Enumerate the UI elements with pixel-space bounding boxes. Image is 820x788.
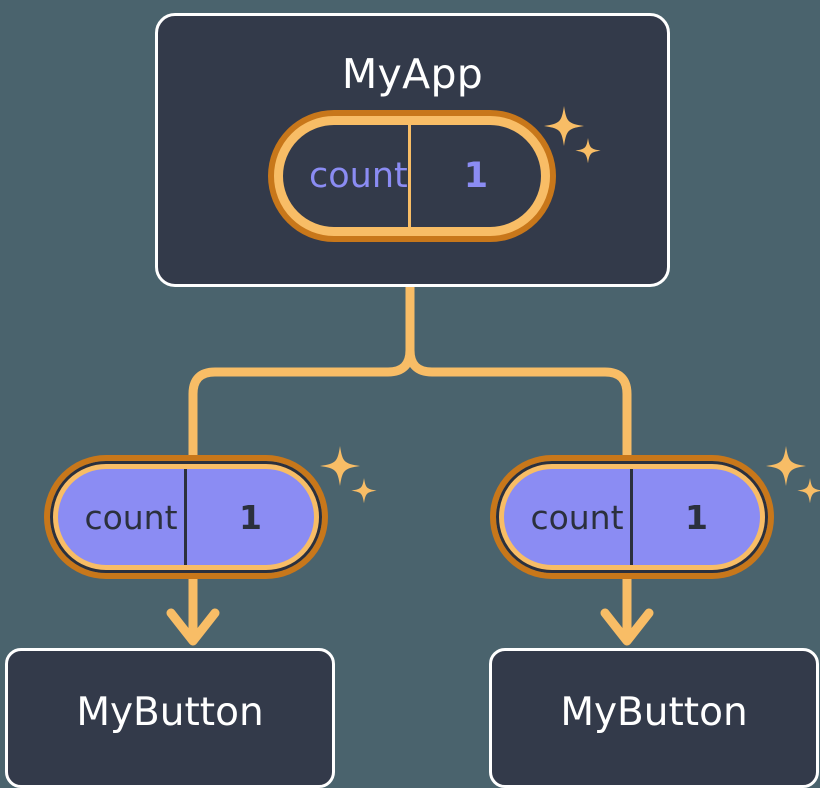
state-key-label: count — [84, 497, 178, 537]
sparkle-four-point-small-icon — [797, 478, 820, 504]
component-card-mybutton-right[interactable]: MyButton — [489, 648, 819, 788]
component-card-mybutton-left[interactable]: MyButton — [5, 648, 335, 788]
state-pill-myapp-body: count 1 — [274, 116, 550, 236]
state-value-label: 1 — [184, 469, 314, 565]
component-label: MyButton — [560, 690, 748, 735]
page-title: MyApp — [341, 50, 484, 98]
connector-branch-right — [405, 345, 632, 475]
diagram-canvas: MyApp count 1 count 1 count 1 MyButt — [5, 13, 820, 788]
connector-branch-left — [188, 345, 415, 475]
state-pill-button-right[interactable]: count 1 — [490, 455, 774, 579]
state-pill-myapp[interactable]: count 1 — [268, 110, 556, 242]
sparkle-four-point-small-icon — [351, 478, 377, 504]
arrow-down-icon-right — [600, 608, 654, 646]
state-value-label: 1 — [630, 469, 760, 565]
sparkle-four-point-icon — [320, 446, 360, 486]
sparkle-four-point-icon — [766, 446, 806, 486]
state-value-label: 1 — [407, 125, 541, 227]
state-key-label: count — [530, 497, 624, 537]
component-label: MyButton — [76, 690, 264, 735]
state-pill-button-right-body: count 1 — [496, 461, 768, 573]
state-pill-button-left-body: count 1 — [50, 461, 322, 573]
arrow-down-icon-left — [166, 608, 220, 646]
state-key-label: count — [309, 155, 408, 196]
state-pill-button-left[interactable]: count 1 — [44, 455, 328, 579]
